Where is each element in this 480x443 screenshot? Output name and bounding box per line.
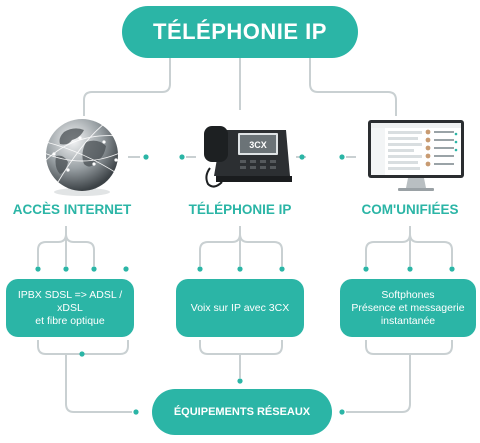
box-telephonie-line-1: Voix sur IP avec 3CX <box>190 301 290 314</box>
phone-screen-label: 3CX <box>249 140 267 150</box>
column-title-comunifiees: COM'UNIFIÉES <box>361 201 459 217</box>
box-internet-line-2: et fibre optique <box>35 314 105 327</box>
box-comunifiees-line-2: Présence et messagerie <box>351 301 465 314</box>
monitor-icon <box>368 120 464 191</box>
ip-phone-icon: 3CX <box>204 126 292 188</box>
box-comunifiees: Softphones Présence et messagerie instan… <box>340 279 476 337</box>
header-title-pill: TÉLÉPHONIE IP <box>122 6 358 58</box>
column-title-internet: ACCÈS INTERNET <box>12 201 132 217</box>
header-title: TÉLÉPHONIE IP <box>153 19 327 44</box>
footer-title-pill: ÉQUIPEMENTS RÉSEAUX <box>152 389 332 435</box>
box-telephonie: Voix sur IP avec 3CX <box>176 279 304 337</box>
box-internet: IPBX SDSL => ADSL / xDSL et fibre optiqu… <box>6 279 134 337</box>
box-internet-line-1: IPBX SDSL => ADSL / xDSL <box>17 288 123 314</box>
box-comunifiees-line-1: Softphones <box>381 288 435 301</box>
column-title-telephonie: TÉLÉPHONIE IP <box>188 201 292 217</box>
box-comunifiees-line-3: instantanée <box>380 314 436 327</box>
footer-title: ÉQUIPEMENTS RÉSEAUX <box>173 406 311 418</box>
globe-icon <box>41 119 123 196</box>
